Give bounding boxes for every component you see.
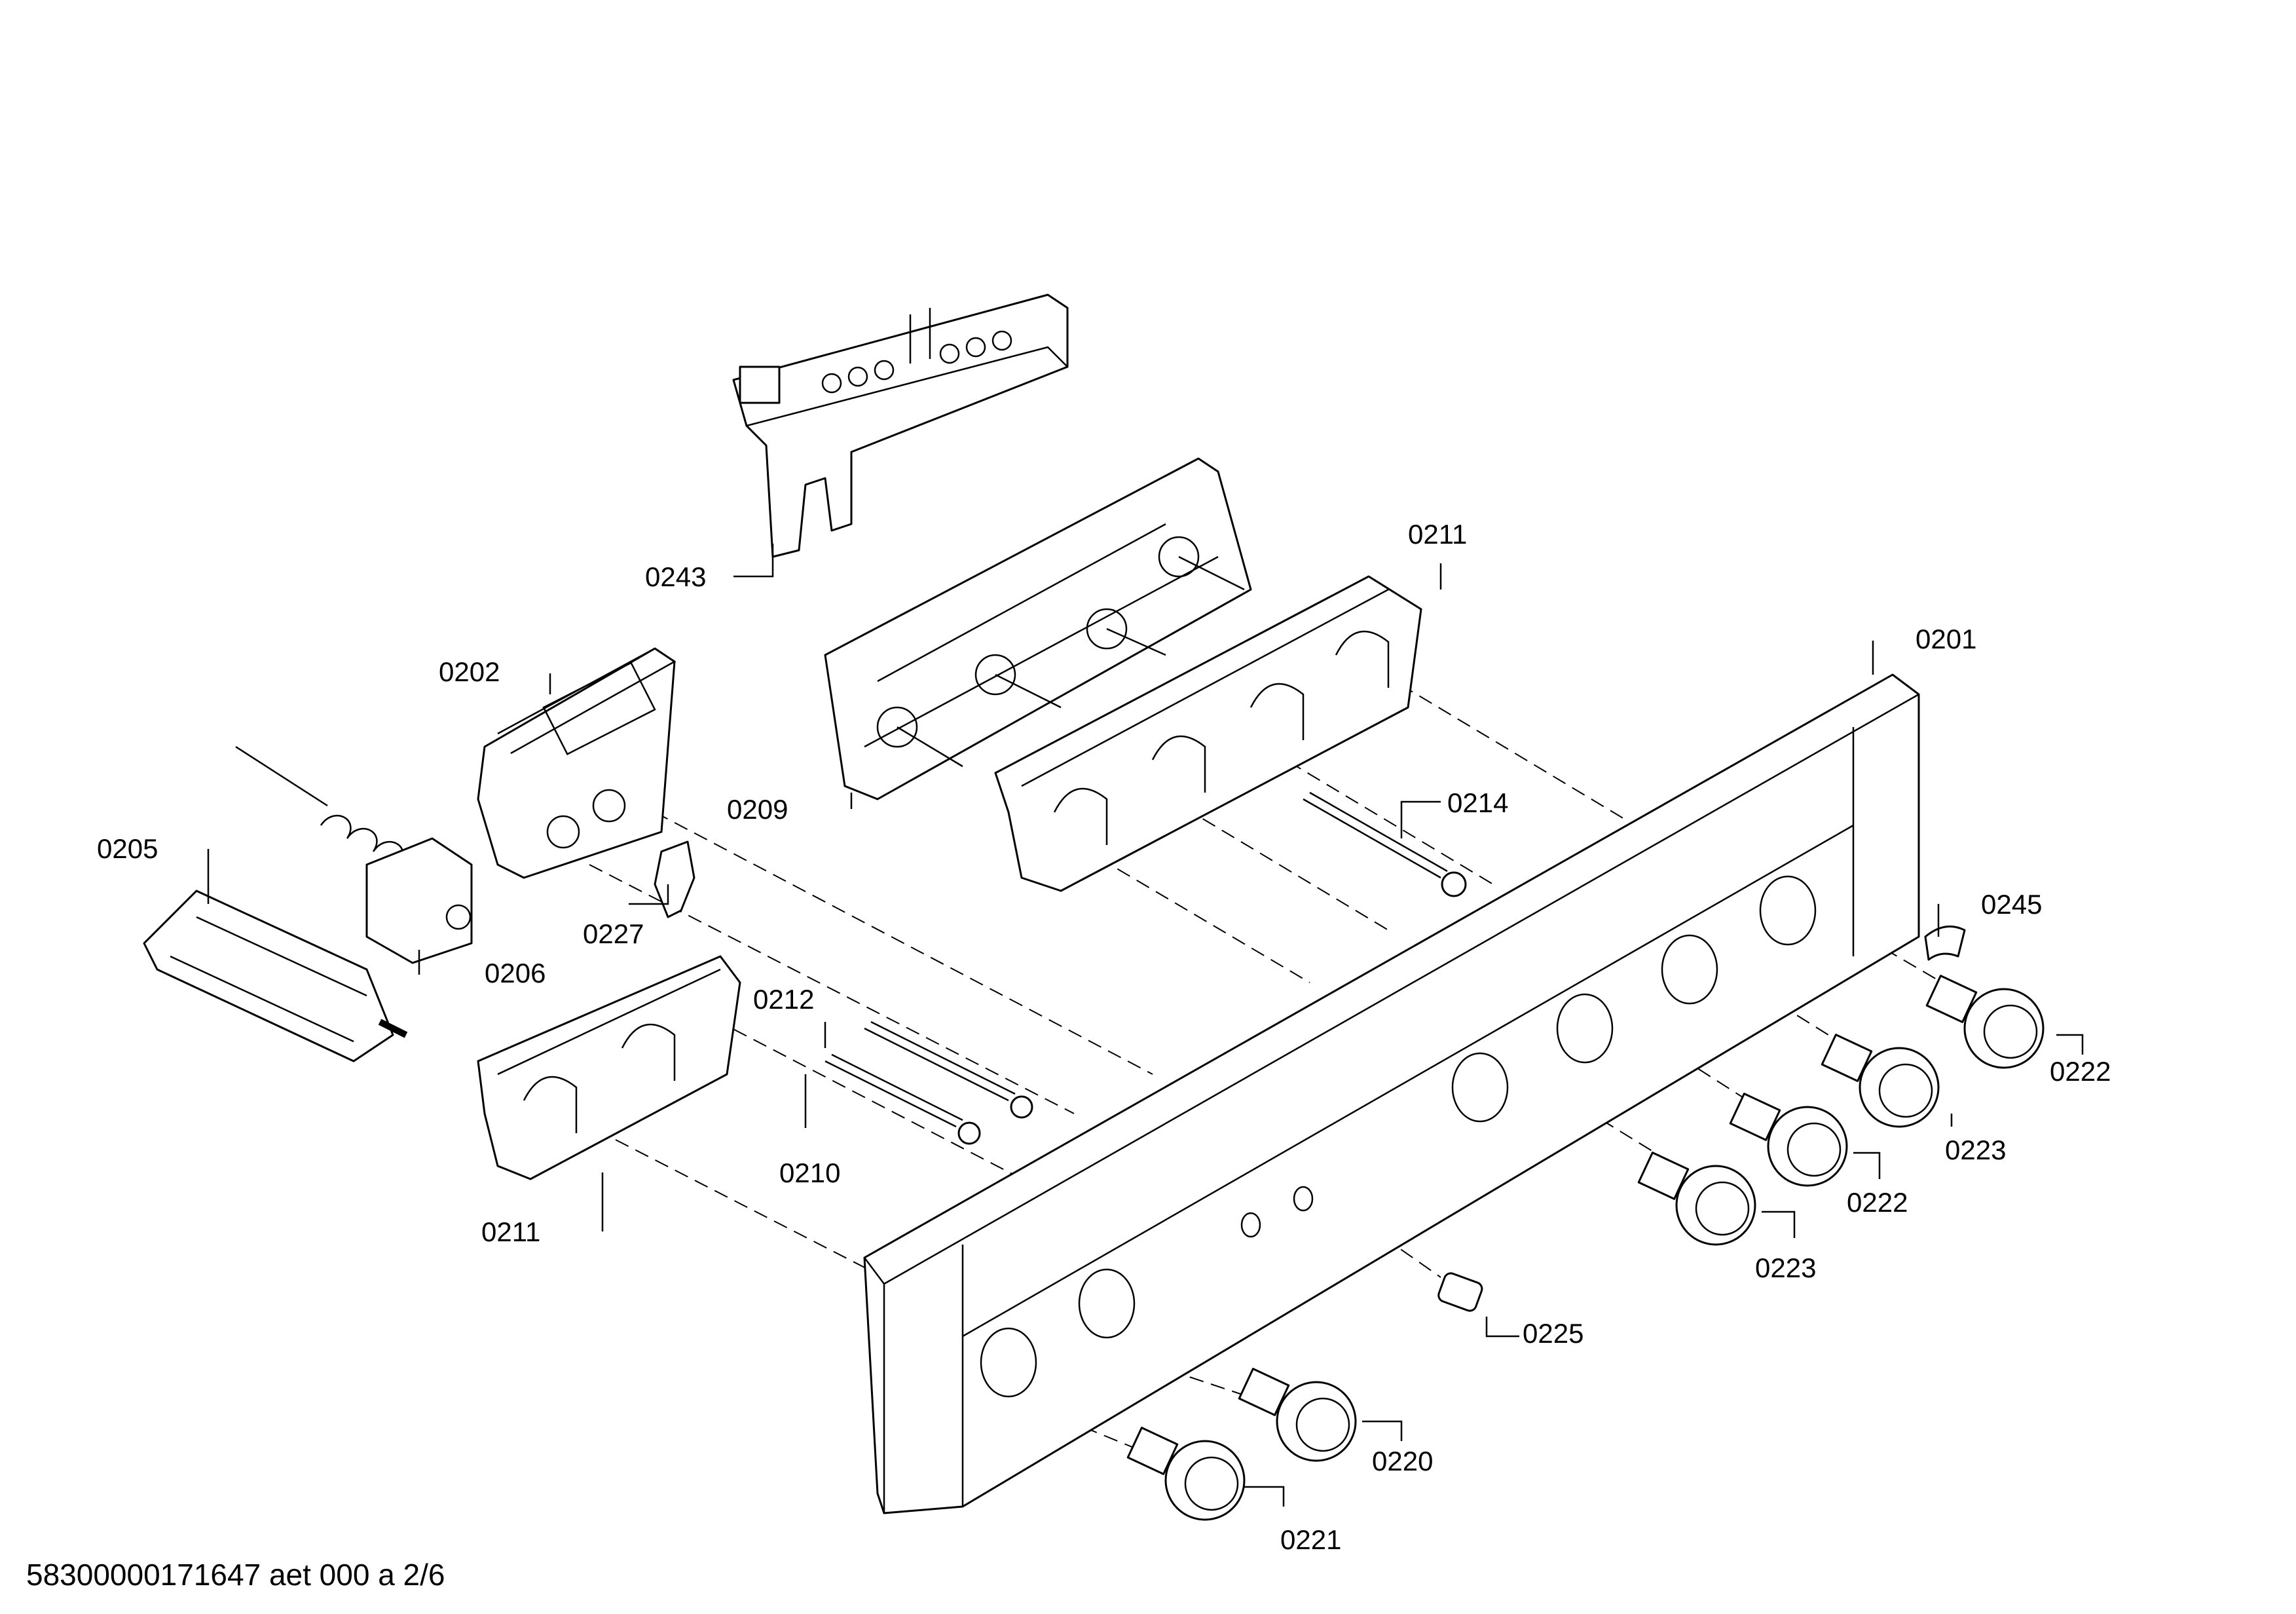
part-0201-control-panel — [863, 673, 1920, 1514]
label-0220: 0220 — [1372, 1446, 1433, 1476]
part-0206-thermostat — [235, 745, 473, 964]
part-0211-bottom-bracket — [477, 955, 741, 1180]
label-0223-a: 0223 — [1945, 1135, 2006, 1165]
knob-0221 — [1126, 1427, 1246, 1521]
knob-0223-a — [1821, 1034, 1940, 1128]
label-0223-b: 0223 — [1755, 1252, 1816, 1283]
part-0211-top-bracket — [994, 575, 1422, 892]
label-0202: 0202 — [439, 656, 500, 687]
part-0227-clip — [654, 840, 695, 918]
label-0245: 0245 — [1981, 889, 2042, 920]
knob-0222-a — [1925, 975, 2045, 1069]
document-footer: 58300000171647 aet 000 a 2/6 — [26, 1558, 445, 1592]
part-labels: 0243 0211 0201 0202 0209 0214 0205 0245 … — [97, 519, 2111, 1555]
part-0205-selector-switch — [143, 890, 408, 1062]
label-0205: 0205 — [97, 833, 158, 864]
label-0214: 0214 — [1447, 787, 1508, 818]
label-0209: 0209 — [727, 794, 788, 825]
part-0212-0210-wires — [824, 1021, 1033, 1145]
knob-0223-b — [1637, 1152, 1756, 1246]
label-0225: 0225 — [1523, 1318, 1583, 1349]
label-0201: 0201 — [1916, 624, 1976, 654]
label-0212: 0212 — [753, 984, 814, 1015]
part-0209-switch-board — [824, 457, 1252, 800]
label-0227: 0227 — [583, 918, 644, 949]
label-0222-b: 0222 — [1847, 1187, 1908, 1218]
label-0222-a: 0222 — [2050, 1056, 2111, 1087]
part-0225-lamp — [1437, 1272, 1483, 1312]
part-0202-timer-module — [477, 647, 676, 879]
part-0214-wire — [1303, 791, 1467, 897]
part-0243-holder — [732, 293, 1069, 558]
label-0211-top: 0211 — [1408, 519, 1467, 550]
leader-lines — [207, 544, 2084, 1507]
label-0210: 0210 — [779, 1157, 840, 1188]
label-0221: 0221 — [1280, 1524, 1341, 1555]
part-0245-cover — [1924, 925, 1966, 961]
label-0211-bottom: 0211 — [481, 1216, 540, 1247]
label-0243: 0243 — [645, 561, 706, 592]
knob-0222-b — [1729, 1093, 1848, 1187]
knob-0220 — [1238, 1368, 1357, 1462]
label-0206: 0206 — [485, 958, 546, 988]
knobs — [1126, 975, 2045, 1521]
